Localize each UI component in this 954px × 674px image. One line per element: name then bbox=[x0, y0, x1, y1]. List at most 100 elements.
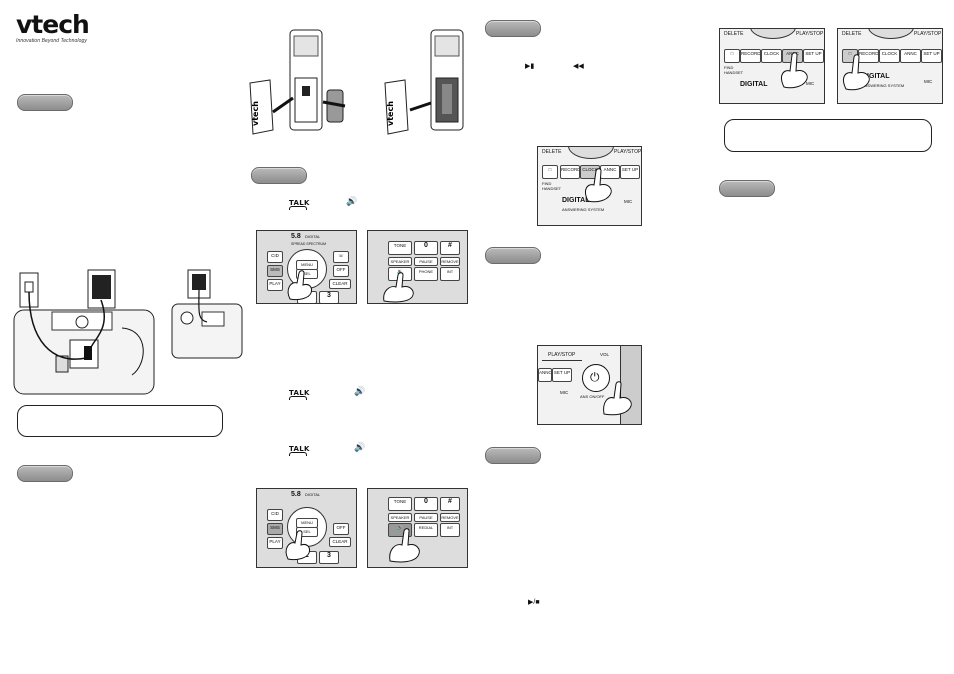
battery-install-diagram: vtech vtech bbox=[245, 28, 465, 138]
play-stop-label: PLAY/STOP bbox=[796, 31, 824, 37]
key-0[interactable]: 0 bbox=[414, 241, 438, 255]
sel-key[interactable]: SEL bbox=[296, 269, 318, 279]
svg-text:vtech: vtech bbox=[251, 101, 260, 126]
setup-key[interactable]: SET UP bbox=[620, 165, 640, 179]
section-tab bbox=[17, 94, 73, 111]
power-icon: ⏻ bbox=[590, 370, 600, 384]
pointing-hand-icon bbox=[585, 168, 612, 203]
clear-key[interactable]: CLEAR bbox=[329, 279, 351, 289]
answering-system-label: ANSWERING SYSTEM bbox=[862, 83, 905, 88]
section-tab bbox=[485, 20, 541, 37]
sms-key[interactable]: SMS bbox=[267, 523, 283, 535]
int-key[interactable]: INT bbox=[440, 523, 460, 537]
sms-key[interactable]: SMS bbox=[267, 265, 283, 277]
setup-key[interactable]: SET UP bbox=[921, 49, 942, 63]
digital-label: DIGITAL bbox=[562, 197, 590, 204]
redial-key[interactable]: REDIAL bbox=[414, 523, 438, 537]
handset-keypad-photo-4: TONE 0 # SPEAKER PAUSE REMOVE 🔊 REDIAL I… bbox=[367, 488, 468, 568]
delete-label: DELETE bbox=[542, 149, 562, 155]
off-key[interactable]: OFF bbox=[333, 265, 349, 277]
section-tab bbox=[485, 247, 541, 264]
ms-label: 5.8 bbox=[291, 233, 301, 240]
handset-keypad-photo-3: 5.8 DIGITAL CID MENU SEL SMS PLAY OFF CL… bbox=[256, 488, 357, 568]
cid-key[interactable]: CID bbox=[267, 251, 283, 263]
base-ans-onoff-photo: PLAY/STOP VOL ANNC SET UP MIC ⏻ ANS ON/O… bbox=[537, 345, 642, 425]
ms-label: 5.8 bbox=[291, 491, 301, 498]
sel-key[interactable]: SEL bbox=[296, 527, 318, 537]
section-tab bbox=[251, 167, 307, 184]
delete-label: DELETE bbox=[724, 31, 744, 37]
speaker-key-label: SPEAKER bbox=[388, 257, 412, 266]
vtech-logo: vtech Innovation Beyond Technology bbox=[16, 10, 90, 44]
clock-key[interactable]: CLOCK bbox=[879, 49, 900, 63]
cid-key[interactable]: CID bbox=[267, 509, 283, 521]
section-tab bbox=[719, 180, 775, 197]
talk-key-icon: TALK bbox=[289, 389, 310, 400]
mic-label: MIC bbox=[560, 390, 569, 395]
logo-tagline: Innovation Beyond Technology bbox=[16, 38, 88, 44]
phone-key[interactable]: PHONE bbox=[414, 267, 438, 281]
setup-key[interactable]: SET UP bbox=[803, 49, 824, 63]
mic-label: MIC bbox=[924, 79, 933, 84]
speaker-icon: 🔊 bbox=[354, 386, 366, 396]
svg-text:vtech: vtech bbox=[386, 101, 395, 126]
tone-key[interactable]: TONE bbox=[388, 497, 412, 511]
skip-back-icon: ◀◀ bbox=[573, 63, 584, 70]
off-key[interactable]: OFF bbox=[333, 523, 349, 535]
hash-key[interactable]: # bbox=[440, 241, 460, 255]
base-keypad-photo-2: DELETE PLAY/STOP □ RECORD CLOCK ANNC SET… bbox=[719, 28, 825, 104]
ms-digital-label: DIGITAL bbox=[305, 234, 321, 239]
key-0[interactable]: 0 bbox=[414, 497, 438, 511]
play-key[interactable]: PLAY bbox=[267, 537, 283, 549]
key-3[interactable]: 3 bbox=[319, 291, 339, 303]
record-key[interactable]: RECORD bbox=[560, 165, 580, 179]
delete-label: DELETE bbox=[842, 31, 862, 37]
speaker-icon: 🔊 bbox=[346, 196, 358, 206]
ms-sub-label: SPREAD SPECTRUM bbox=[291, 242, 327, 246]
pointing-hand-icon bbox=[843, 54, 870, 91]
play-key[interactable]: PLAY bbox=[267, 279, 283, 291]
annc-key[interactable]: ANNC bbox=[538, 368, 552, 382]
find-handset-label: FIND HANDSET bbox=[724, 65, 744, 75]
handset-keypad-photo-2: TONE 0 # SPEAKER PAUSE REMOVE 🔊 PHONE IN… bbox=[367, 230, 468, 304]
tone-key[interactable]: TONE bbox=[388, 241, 412, 255]
int-key[interactable]: INT bbox=[440, 267, 460, 281]
annc-key[interactable]: ANNC bbox=[900, 49, 921, 63]
logo-wordmark: vtech bbox=[16, 10, 90, 39]
nav-wheel[interactable] bbox=[287, 507, 327, 547]
note-box-right bbox=[724, 119, 932, 152]
mic-label: MIC bbox=[806, 81, 815, 86]
digital-label: DIGITAL bbox=[740, 81, 768, 88]
base-keypad-photo-3: DELETE PLAY/STOP □ RECORD CLOCK ANNC SET… bbox=[837, 28, 943, 104]
pointing-hand-icon bbox=[285, 530, 310, 561]
pause-key[interactable]: PAUSE bbox=[414, 513, 438, 522]
key-3[interactable]: 3 bbox=[319, 551, 339, 564]
play-stop-label: PLAY/STOP bbox=[548, 352, 576, 358]
digital-label: DIGITAL bbox=[862, 73, 890, 80]
talk-key-icon: TALK bbox=[289, 199, 310, 210]
ans-onoff-label: ANS ON/OFF bbox=[580, 394, 605, 399]
play-stop-icon: ▶/■ bbox=[528, 599, 540, 606]
setup-key[interactable]: SET UP bbox=[552, 368, 572, 382]
pointing-hand-icon bbox=[389, 528, 420, 563]
note-box-left bbox=[17, 405, 223, 437]
section-tab bbox=[485, 447, 541, 464]
talk-label: TALK bbox=[289, 389, 310, 397]
vol-label: VOL bbox=[600, 352, 610, 357]
hash-key[interactable]: # bbox=[440, 497, 460, 511]
wall-jack-diagram bbox=[12, 269, 243, 400]
talk-label: TALK bbox=[289, 199, 310, 207]
mic-label: MIC bbox=[624, 199, 633, 204]
ans-onoff-button[interactable]: ⏻ bbox=[582, 364, 610, 392]
speaker-key-label: SPEAKER bbox=[388, 513, 412, 522]
remove-key[interactable]: REMOVE bbox=[440, 257, 460, 266]
clock-key[interactable]: CLOCK bbox=[761, 49, 782, 63]
clear-key[interactable]: CLEAR bbox=[329, 537, 351, 547]
ms-digital-label: DIGITAL bbox=[305, 492, 321, 497]
annc-key[interactable]: ANNC bbox=[600, 165, 620, 179]
base-keypad-photo-1: DELETE PLAY/STOP □ RECORD CLOCK ANNC SET… bbox=[537, 146, 642, 226]
record-key[interactable]: RECORD bbox=[740, 49, 761, 63]
remove-key[interactable]: REMOVE bbox=[440, 513, 460, 522]
pause-key[interactable]: PAUSE bbox=[414, 257, 438, 266]
pointing-hand-icon bbox=[383, 272, 414, 303]
